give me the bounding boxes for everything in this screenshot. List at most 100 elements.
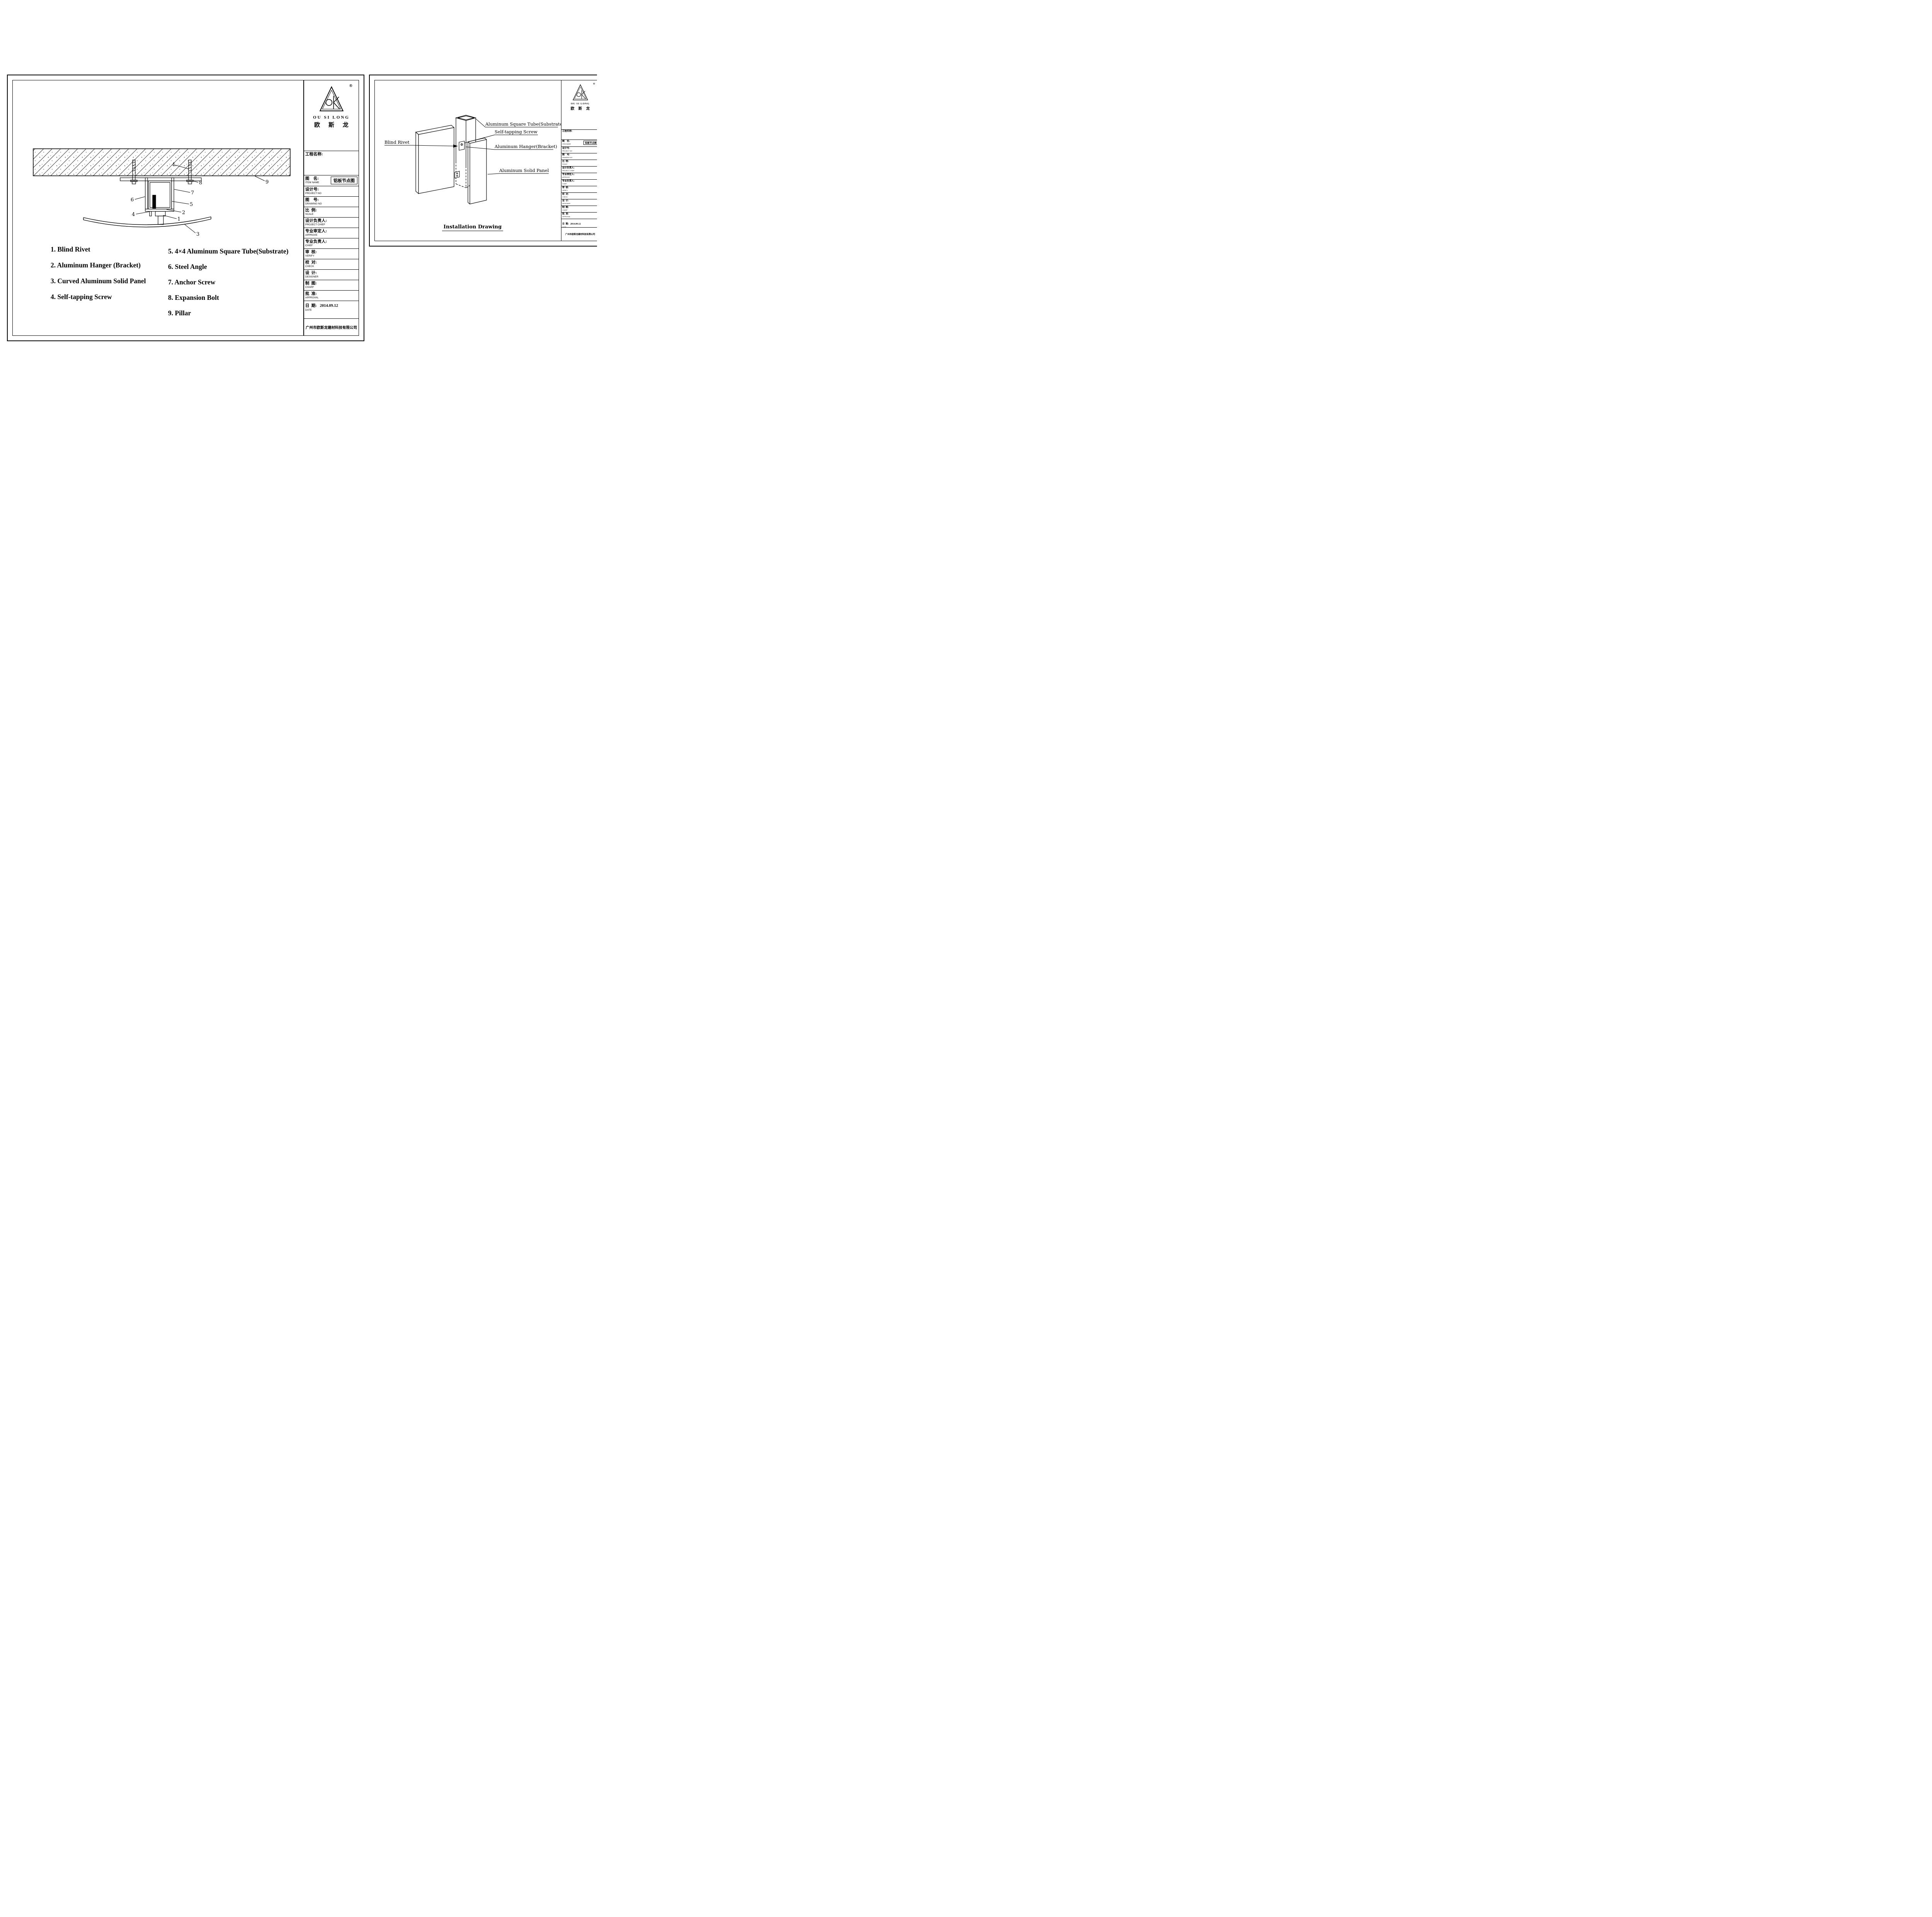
titleblock-value: 2014.09.12 — [570, 223, 581, 225]
titleblock-row: 工程名称: — [561, 130, 597, 140]
titleblock-label-en: CHIEF — [562, 182, 567, 185]
titleblock-row: 设计负责人:PROJECT CHIEF — [561, 167, 597, 173]
concrete-slab-section — [33, 148, 291, 176]
installation-drawing-sheet: Aluminum Square Tube(Substrate) Self-tap… — [369, 75, 597, 247]
titleblock-company: 广州市欧斯龙建材科技有限公司 — [305, 326, 357, 330]
titleblock-row: 设计号:PROJECT NO — [561, 147, 597, 153]
titleblock-row: 设 计:DESIGNER — [304, 270, 359, 280]
titleblock-row: 专业审定人:APPROVE — [304, 228, 359, 238]
titleblock-label-cn: 日 期: — [562, 223, 569, 225]
callout-4-top: 4 — [172, 162, 175, 168]
titleblock-label-cn: 工程名称: — [562, 130, 572, 133]
titleblock-label-cn: 专业负责人: — [305, 240, 327, 244]
hanger-bracket-3d — [459, 141, 465, 151]
titleblock-label-en: PROJECT NO — [305, 192, 321, 195]
titleblock-row: 比 例:SCALE — [304, 207, 359, 218]
titleblock-label-cn: 设 计: — [305, 271, 317, 275]
drawing-caption-text: Installation Drawing — [442, 224, 503, 231]
legend-item: 8. Expansion Bolt — [168, 294, 219, 301]
titleblock-label-en: DRAWING NO — [562, 156, 573, 158]
titleblock-label-cn: 图 号: — [562, 154, 570, 156]
titleblock-row: 设计负责人:PROJECT CHIEF — [304, 218, 359, 228]
legend-item: 7. Anchor Screw — [168, 278, 216, 286]
titleblock-row: 专业负责人:CHIEF — [304, 238, 359, 249]
label-self-tapping-screw: Self-tapping Screw — [495, 129, 537, 134]
self-tapping-screw-shape — [149, 211, 152, 216]
titleblock-row: 工程名称: — [304, 151, 359, 175]
titleblock-label-en: SCALE — [305, 213, 314, 216]
titleblock-label-en: APPROVE — [305, 234, 318, 237]
titleblock-label-en: VERIFY — [562, 189, 568, 191]
titleblock-label-en: CHARF — [305, 286, 314, 289]
titleblock-value: 2014.09.12 — [320, 304, 338, 308]
titleblock-label-cn: 制 图: — [562, 206, 569, 209]
titleblock-row: 校 对:CHECK — [304, 259, 359, 270]
titleblock-label-cn: 专业审定人: — [562, 173, 575, 176]
titleblock-value: 铝板节点图 — [331, 177, 357, 184]
titleblock-row: 设计号:PROJECT NO — [304, 186, 359, 197]
callout-2: 2 — [182, 210, 185, 216]
callout-7: 7 — [191, 190, 194, 196]
titleblock-row: 审 核:VERIFY — [561, 186, 597, 193]
titleblock-label-en: APPROVE — [562, 176, 570, 178]
legend-column-2: 5. 4×4 Aluminum Square Tube(Substrate)6.… — [168, 243, 289, 321]
titleblock-label-cn: 比 例: — [562, 160, 569, 163]
detail-sheet-inner-border: 4 8 9 7 6 5 4 2 1 — [12, 80, 359, 336]
titleblock-row: 比 例:SCALE — [561, 160, 597, 167]
legend-item: 2. Aluminum Hanger (Bracket) — [51, 261, 141, 269]
blind-rivet-clip — [454, 171, 460, 179]
titleblock-label-cn: 批 准: — [305, 292, 317, 296]
label-solid-panel: Aluminum Solid Panel — [499, 168, 549, 173]
titleblock-label-en: APPROVAL — [305, 296, 319, 299]
titleblock-row: 批 准:APPROVAL — [561, 213, 597, 219]
titleblock-row: 制 图:CHARF — [304, 280, 359, 291]
titleblock-label-cn: 专业负责人: — [562, 180, 575, 182]
brand-cn: 欧 斯 龙 — [570, 107, 592, 111]
installation-drawing: Aluminum Square Tube(Substrate) Self-tap… — [384, 115, 563, 204]
titleblock-company: 广州市欧斯龙建材科技有限公司 — [565, 233, 595, 236]
titleblock-label-cn: 设计负责人: — [305, 219, 327, 223]
titleblock-label-en: DATE — [305, 309, 312, 311]
registered-mark: ® — [593, 82, 595, 85]
bracket-assembly — [120, 177, 202, 225]
label-hanger: Aluminum Hanger(Bracket) — [494, 144, 557, 149]
titleblock-label-cn: 校 对: — [562, 193, 569, 196]
legend-item: 6. Steel Angle — [168, 263, 207, 270]
titleblock-label-cn: 图 号: — [305, 198, 319, 202]
titleblock-row: 图 号:DRAWING NO — [304, 197, 359, 207]
callout-3: 3 — [196, 231, 199, 237]
titleblock-row: 批 准:APPROVAL — [304, 291, 359, 301]
callout-9: 9 — [265, 179, 269, 185]
callout-6: 6 — [131, 197, 134, 203]
leader-arrowhead — [453, 145, 458, 148]
callout-4-bottom: 4 — [132, 212, 135, 218]
titleblock-label-en: APPROVAL — [562, 215, 571, 218]
titleblock-label-en: VERIFY — [305, 255, 315, 258]
titleblock-label-en: DATE — [562, 226, 566, 228]
ousilong-logo-icon — [572, 84, 588, 100]
titleblock-label-en: CHECK — [562, 196, 568, 198]
titleblock-row: 图 号:DRAWING NO — [561, 153, 597, 160]
titleblock-row: 设 计:DESIGNER — [561, 199, 597, 206]
callout-1: 1 — [177, 216, 180, 222]
titleblock-label-cn: 设计号: — [562, 147, 570, 150]
label-square-tube: Aluminum Square Tube(Substrate) — [485, 121, 563, 127]
installation-sheet-inner-border: Aluminum Square Tube(Substrate) Self-tap… — [374, 80, 597, 241]
page-canvas: 4 8 9 7 6 5 4 2 1 — [0, 0, 597, 422]
titleblock-label-en: CHECK — [305, 265, 314, 268]
detail-drawing-sheet: 4 8 9 7 6 5 4 2 1 — [7, 75, 364, 341]
titleblock-label-en: DESIGNER — [562, 202, 570, 204]
iso-labels: Aluminum Square Tube(Substrate) Self-tap… — [384, 119, 563, 175]
back-panel — [415, 125, 455, 194]
titleblock-label-cn: 图 名: — [305, 177, 319, 181]
curved-aluminum-panel — [83, 216, 211, 228]
legend-item: 9. Pillar — [168, 309, 191, 317]
cross-section-drawing: 4 8 9 7 6 5 4 2 1 — [33, 148, 291, 237]
titleblock-row: 制 图:CHARF — [561, 206, 597, 213]
